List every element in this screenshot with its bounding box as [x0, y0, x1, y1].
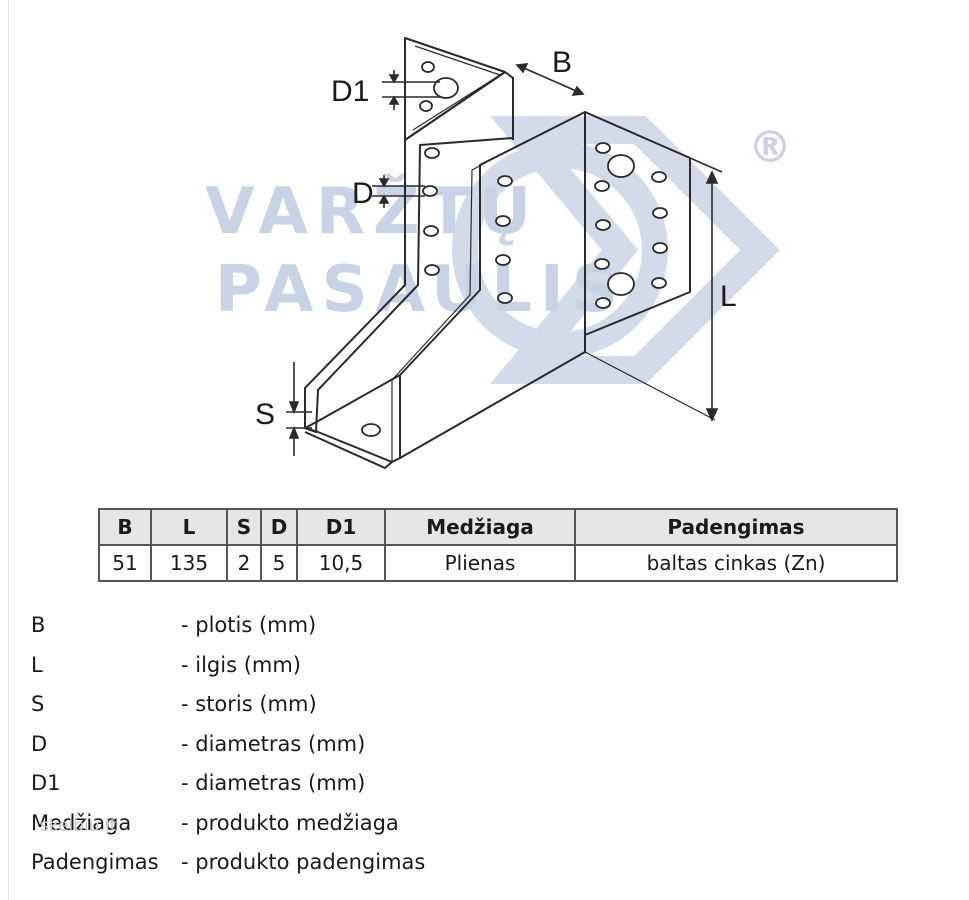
legend-key: B	[31, 613, 46, 637]
hole-icon	[424, 147, 440, 159]
hole-large-icon	[607, 154, 635, 178]
hole-icon	[595, 219, 611, 231]
left-side-plate	[304, 71, 514, 433]
legend-list: B - plotis (mm) L - ilgis (mm) S - stori…	[31, 606, 631, 883]
brand-watermark: VARŽTŲ PASAULIS ®	[205, 116, 792, 384]
hole-icon	[652, 207, 668, 219]
legend-desc: - diametras (mm)	[181, 771, 366, 795]
header-coating: Padengimas	[574, 508, 898, 546]
legend-desc: - storis (mm)	[181, 692, 317, 716]
header-l: L	[150, 508, 228, 546]
hole-icon	[419, 100, 433, 112]
hole-icon	[594, 180, 610, 192]
page-left-border	[8, 0, 9, 900]
hole-icon	[595, 142, 611, 154]
header-d: D	[260, 508, 298, 546]
hole-icon	[361, 423, 381, 437]
hole-icon	[423, 225, 439, 237]
legend-desc: - ilgis (mm)	[181, 652, 302, 677]
legend-key: Medžiaga	[31, 810, 132, 835]
cell-l: 135	[150, 544, 228, 582]
source-watermark: skelbiu.lt	[40, 816, 117, 836]
watermark-registered-mark: ®	[748, 122, 792, 173]
table-row: 51 135 2 5 10,5 Plienas baltas cinkas (Z…	[98, 544, 898, 582]
list-item: Medžiaga - produkto medžiaga	[31, 804, 631, 844]
hole-icon	[594, 258, 610, 270]
label-b: B	[552, 46, 572, 79]
watermark-line-2: PASAULIS	[215, 253, 626, 327]
hole-icon	[495, 254, 511, 266]
legend-desc: - produkto padengimas	[181, 850, 426, 874]
legend-key: S	[31, 692, 45, 716]
list-item: B - plotis (mm)	[31, 606, 631, 646]
cell-b: 51	[98, 544, 152, 582]
hole-large-icon	[607, 272, 635, 296]
right-side-plate	[399, 111, 586, 459]
spec-table: B L S D D1 Medžiaga Padengimas 51 135 2 …	[98, 508, 898, 582]
cell-d1: 10,5	[296, 544, 386, 582]
list-item: D - diametras (mm)	[31, 725, 631, 765]
watermark-line-1: VARŽTŲ	[205, 175, 540, 249]
header-b: B	[98, 508, 152, 546]
header-d1: D1	[296, 508, 386, 546]
label-l: L	[720, 280, 737, 313]
hole-icon	[497, 292, 513, 304]
legend-desc: - diametras (mm)	[181, 731, 366, 756]
label-d: D	[352, 177, 374, 210]
cell-material: Plienas	[384, 544, 576, 582]
list-item: L - ilgis (mm)	[31, 646, 631, 686]
list-item: S - storis (mm)	[31, 685, 631, 725]
label-s: S	[255, 398, 275, 431]
legend-desc: - produkto medžiaga	[181, 810, 399, 835]
spec-table-header-row: B L S D D1 Medžiaga Padengimas	[98, 508, 898, 546]
cell-coating: baltas cinkas (Zn)	[574, 544, 898, 582]
hole-icon	[497, 175, 513, 187]
hole-icon	[424, 264, 440, 276]
header-s: S	[226, 508, 262, 546]
label-d1: D1	[331, 75, 369, 108]
hole-icon	[652, 242, 668, 254]
hole-large-icon	[433, 77, 459, 99]
joist-hanger-drawing: D1 D B L S	[255, 37, 737, 469]
legend-desc: - plotis (mm)	[181, 613, 317, 637]
header-material: Medžiaga	[384, 508, 576, 546]
list-item: D1 - diametras (mm)	[31, 764, 631, 804]
legend-key: Padengimas	[31, 850, 159, 874]
hole-icon	[421, 61, 435, 73]
cell-s: 2	[226, 544, 262, 582]
hole-icon	[651, 171, 667, 183]
legend-key: D1	[31, 771, 61, 795]
right-wing-flange	[584, 111, 691, 336]
cell-d: 5	[260, 544, 298, 582]
legend-key: L	[31, 652, 43, 677]
legend-key: D	[31, 731, 48, 756]
list-item: Padengimas - produkto padengimas	[31, 843, 631, 883]
hole-icon	[495, 215, 511, 227]
hole-icon	[651, 277, 667, 289]
hole-icon	[422, 185, 438, 197]
hole-icon	[595, 297, 611, 309]
